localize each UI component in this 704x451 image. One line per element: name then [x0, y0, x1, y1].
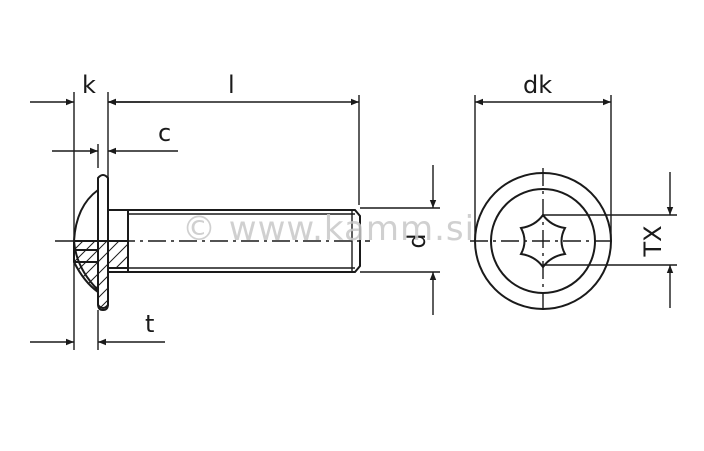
watermark: © www.kamm.si	[182, 209, 475, 249]
label-l: l	[228, 71, 235, 99]
label-k: k	[82, 71, 96, 99]
label-d: d	[403, 233, 431, 248]
label-c: c	[158, 119, 171, 147]
label-dk: dk	[523, 71, 552, 99]
front-view	[470, 95, 677, 314]
label-t: t	[145, 310, 154, 338]
label-tx: TX	[639, 225, 667, 257]
